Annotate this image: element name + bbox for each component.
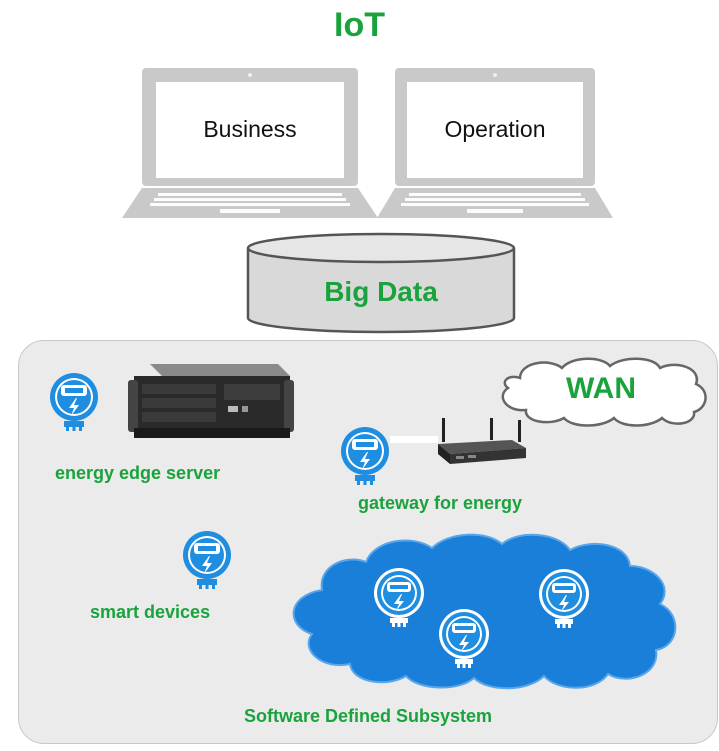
gateway-device-image [432,418,530,468]
operation-label: Operation [444,116,546,142]
cloud-meter-icon-2 [537,567,591,629]
wan-label: WAN [566,372,636,405]
edge-server-meter-icon [47,370,101,432]
subsystem-label: Software Defined Subsystem [243,706,493,726]
gateway-label: gateway for energy [358,493,523,513]
edge-server-image [128,362,294,442]
gateway-icon [438,418,526,464]
cloud-icon [501,357,707,427]
cloud-meter-icon-3 [437,607,491,669]
laptop-icon [377,68,613,218]
database-icon [246,232,516,334]
big-data-label: Big Data [324,276,438,307]
business-laptop: Business [120,66,380,221]
edge-server-label: energy edge server [55,463,221,483]
gateway-connector [390,436,438,443]
smart-device-meter-icon [180,528,234,590]
server-rack-icon [128,364,294,438]
diagram-title: IoT [334,6,385,44]
wan-cloud: WAN [490,356,712,428]
gateway-meter-icon [338,424,392,486]
big-data-database: Big Data [245,232,517,337]
smart-devices-label: smart devices [90,602,211,622]
cloud-meter-icon-1 [372,566,426,628]
laptop-icon [122,68,378,218]
operation-laptop: Operation [375,66,615,221]
business-label: Business [203,116,297,142]
